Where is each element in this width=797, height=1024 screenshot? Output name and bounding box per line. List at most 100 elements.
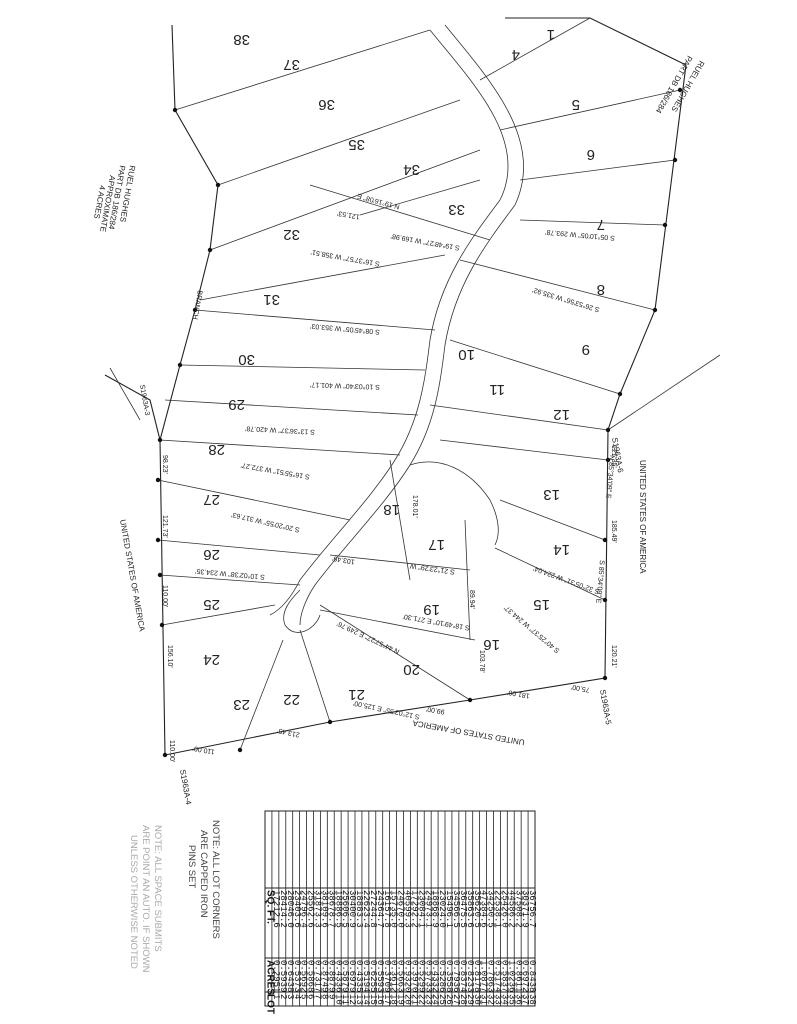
table-cell-sqft: 17212.6 — [271, 890, 281, 928]
lot-number: 31 — [263, 291, 280, 308]
table-cell-lot: 17 — [382, 994, 392, 1005]
table-cell-lot: 33 — [493, 994, 503, 1005]
distance: 110.00' — [168, 740, 175, 762]
table-cell-sqft: 36756.7 — [527, 890, 537, 928]
table-cell-acres: 0.5299 — [416, 960, 426, 992]
table-cell-sqft: 40599.3 — [403, 890, 413, 928]
corner-label: S1963A-4 — [178, 769, 193, 806]
lot-number: 22 — [283, 691, 300, 708]
table-cell-acres: 0.6979 — [347, 960, 357, 992]
table-cell-lot: 35 — [506, 994, 516, 1005]
table-cell-acres: 0.5286 — [437, 960, 447, 992]
lot-number: 21 — [348, 686, 365, 703]
distance: 185.49' — [610, 520, 617, 543]
table-cell-lot: 26 — [444, 994, 454, 1005]
lot-number: 19 — [423, 601, 440, 618]
table-cell-sqft: 15735.0 — [389, 890, 399, 928]
table-cell-sqft: 25426.0 — [499, 890, 509, 928]
distance: 121.73' — [161, 515, 168, 538]
lot-lines — [157, 17, 681, 751]
bearing-labels: S 05°10'05" W 293.78' S 26°53'56" W 335.… — [195, 192, 616, 721]
table-cell-sqft: 31873.3 — [313, 890, 323, 928]
lot-number: 25 — [203, 596, 220, 613]
table-cell-lot: 14 — [361, 994, 371, 1005]
distance: 110.00' — [192, 744, 215, 755]
lot-number: 23 — [233, 696, 250, 713]
lot-number: 12 — [553, 406, 570, 423]
note-space: ARE POINT AN AUTO. IF SHOWN — [140, 825, 151, 973]
table-cell-acres: 0.5879 — [340, 960, 350, 992]
table-cell-lot: 36 — [513, 994, 523, 1005]
table-cell-sqft: 25606.5 — [340, 890, 350, 928]
table-cell-acres: 0.6255 — [368, 960, 378, 992]
lot-number: 11 — [489, 381, 505, 398]
table-cell-acres: 1.0236 — [506, 960, 516, 992]
table-cell-acres: 0.7863 — [486, 960, 496, 992]
distance: 110.00' — [161, 585, 168, 607]
distance: 213.45' — [277, 726, 301, 738]
table-cell-lot: 32 — [486, 994, 496, 1005]
table-cell-sqft: 28046.0 — [285, 890, 295, 928]
table-cell-sqft: 18883.3 — [354, 890, 364, 928]
table-cell-acres: 0.4332 — [430, 960, 440, 992]
bearing: S 10°02'38" W 234.35' — [195, 567, 265, 581]
bearing: S 26°53'56" W 335.92' — [531, 286, 600, 314]
table-header-sqft: SQ. FT. — [264, 890, 275, 924]
lot-number: 30 — [238, 351, 255, 368]
table-cell-lot: 38 — [527, 994, 537, 1005]
table-cell-acres: 0.8438 — [527, 960, 537, 992]
table-cell-acres: 1.0877 — [479, 960, 489, 992]
table-cell-lot: 20 — [403, 994, 413, 1005]
distance: 75.00' — [571, 683, 591, 693]
distance: 121.53' — [337, 209, 361, 220]
table-cell-acres: 0.8233 — [465, 960, 475, 992]
lot-number: 37 — [283, 56, 300, 73]
distance: 89.94' — [468, 590, 475, 609]
bearing: S 08°45'05" W 353.03' — [310, 322, 380, 336]
table-cell-lot: 28 — [458, 994, 468, 1005]
table-cell-acres: 0.3709 — [382, 960, 392, 992]
table-cell-lot: 37 — [520, 994, 530, 1005]
distance: 156.10' — [166, 645, 173, 668]
notes: NOTE: ALL LOT CORNERS ARE CAPPED IRON PI… — [128, 820, 221, 973]
lot-number: 6 — [587, 146, 595, 163]
table-cell-lot: 18 — [389, 994, 399, 1005]
note-lot-corners: PINS SET — [186, 845, 197, 888]
lot-number: 14 — [553, 541, 570, 558]
lot-number: 32 — [283, 226, 300, 243]
lot-number: 26 — [203, 546, 220, 563]
table-cell-acres: 0.8611 — [513, 960, 523, 992]
table-cell-sqft: 30400.9 — [347, 890, 357, 928]
table-cell-sqft: 24364.7 — [375, 890, 385, 928]
distance: 98.23' — [161, 455, 168, 474]
corner-label: S1963A-5 — [598, 689, 613, 726]
bearing: S 19°48'27" W 169.98' — [390, 232, 460, 252]
table-cell-lot: 7 — [313, 994, 323, 999]
table-cell-acres: 0.8749 — [319, 960, 329, 992]
table-cell-sqft: 18868.9 — [430, 890, 440, 928]
table-cell-lot: 29 — [465, 994, 475, 1005]
table-cell-sqft: 24670.0 — [396, 890, 406, 928]
table-cell-acres: 0.3612 — [389, 960, 399, 992]
table-header-lot: LOT — [264, 994, 275, 1014]
table-cell-acres: 0.5939 — [278, 960, 288, 992]
lot-number: 16 — [483, 636, 500, 653]
lot-number: 4 — [512, 46, 520, 63]
table-cell-lot: 30 — [472, 994, 482, 1005]
bearing: S 10°03'40" W 401.17' — [310, 381, 380, 391]
lot-number: 7 — [597, 216, 605, 233]
note-lot-corners: NOTE: ALL LOT CORNERS — [210, 820, 221, 939]
lot-number: 20 — [403, 661, 420, 678]
table-cell-sqft: 23403.6 — [292, 890, 302, 928]
lot-number: 8 — [597, 281, 605, 298]
table-cell-acres: 0.5194 — [361, 960, 371, 992]
table-cell-lot: 24 — [430, 994, 440, 1005]
bearing: S 16°55'51" W 372.27' — [240, 461, 310, 481]
note-lot-corners: ARE CAPPED IRON — [198, 830, 209, 918]
table-cell-acres: 0.5663 — [396, 960, 406, 992]
note-space: NOTE: ALL SPACE SUBMITS — [152, 825, 163, 952]
table-cell-sqft: 15496.1 — [444, 890, 454, 928]
table-cell-acres: 0.7936 — [451, 960, 461, 992]
